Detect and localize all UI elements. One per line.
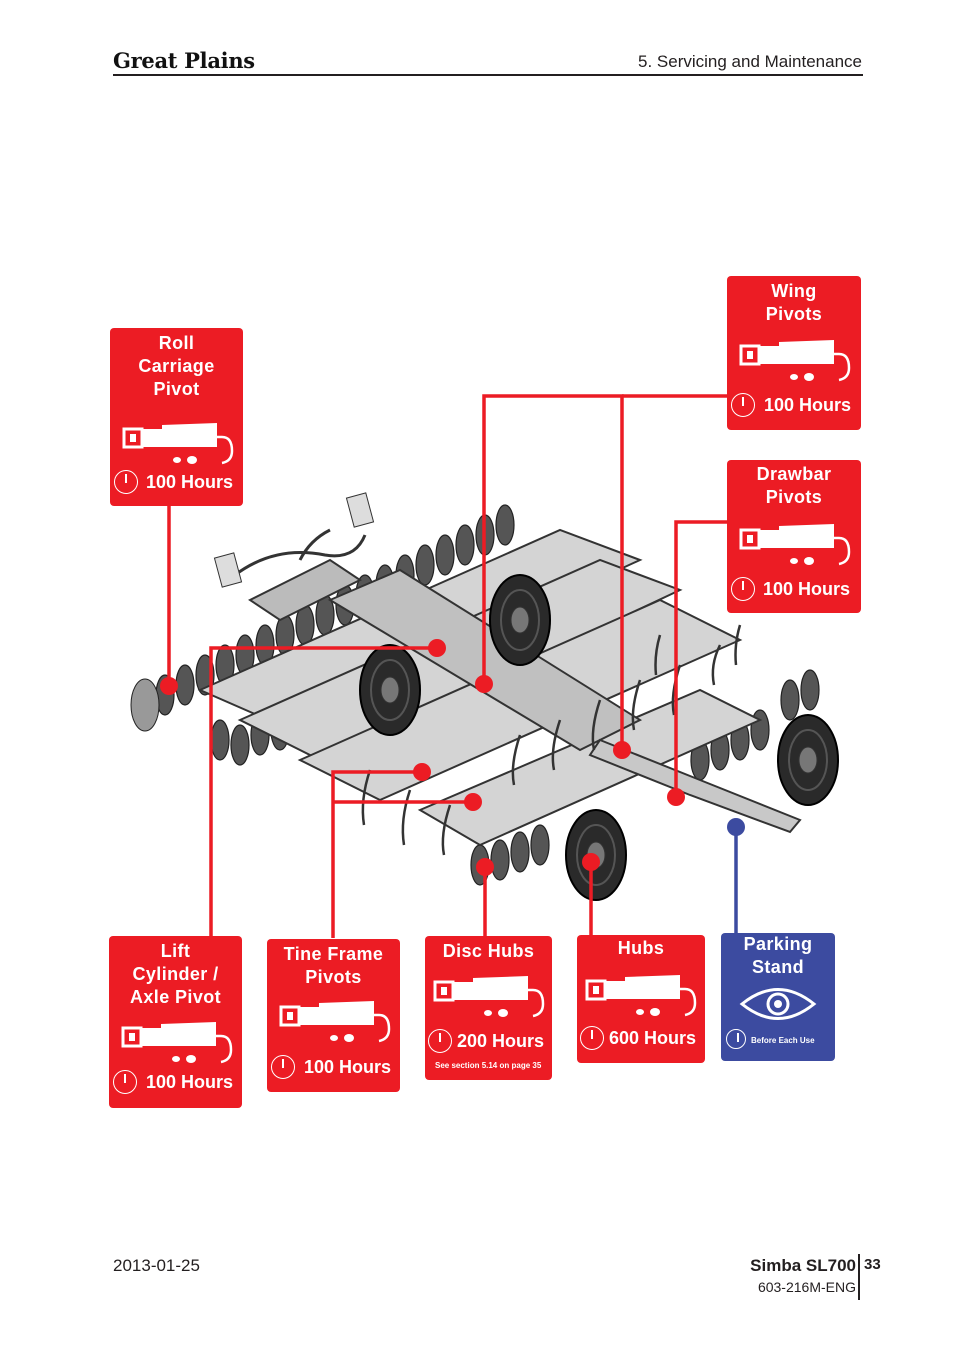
service-interval: 100 Hours (764, 395, 852, 415)
section-reference: See section 5.14 on page 35 (435, 1061, 542, 1070)
eye-icon (739, 988, 817, 1020)
clock-icon (731, 577, 755, 601)
card-title: Wing Pivots (765, 281, 823, 324)
grease-gun-icon (279, 1001, 391, 1043)
card-title: Parking Stand (743, 934, 813, 977)
service-interval: 600 Hours (609, 1028, 697, 1048)
parking-stand-card: Parking Stand Before Each Use (721, 933, 835, 1061)
model-name: Simba SL700 (750, 1256, 856, 1275)
tine-frame-pivots-card: Tine Frame Pivots 100 Hours (267, 939, 400, 1092)
clock-icon (731, 393, 755, 417)
card-title: Hubs (617, 938, 665, 958)
grease-points (160, 639, 685, 876)
grease-gun-icon (433, 976, 545, 1018)
clock-icon (271, 1055, 295, 1079)
footer-divider (858, 1254, 860, 1300)
service-interval: 200 Hours (457, 1031, 545, 1051)
service-interval: 100 Hours (146, 1072, 234, 1092)
brand-logo: Great Plains (113, 48, 255, 73)
main-frame (197, 528, 802, 847)
parking-point (727, 818, 745, 836)
disc-hubs-card: Disc Hubs 200 Hours See section 5.14 on … (425, 936, 552, 1080)
card-title: Disc Hubs (442, 941, 535, 961)
machine-drawing (130, 492, 839, 901)
wing-pivots-card: Wing Pivots 100 Hours (727, 276, 861, 430)
service-interval: 100 Hours (304, 1057, 392, 1077)
clock-icon (580, 1026, 604, 1050)
header-rule (113, 74, 863, 76)
tine-shanks (361, 624, 742, 856)
clock-icon (114, 470, 138, 494)
card-title: Tine Frame Pivots (283, 944, 384, 987)
card-title: Drawbar Pivots (756, 464, 832, 507)
lift-cylinder-axle-pivot-card: Lift Cylinder / Axle Pivot 100 Hours (109, 936, 242, 1108)
leader-lines (167, 394, 727, 938)
clock-icon (428, 1029, 452, 1053)
rear-disc-gang (130, 504, 515, 732)
service-interval: 100 Hours (146, 472, 234, 492)
grease-gun-icon (122, 423, 234, 465)
page-number: 33 (864, 1256, 881, 1273)
drawbar-pivots-card: Drawbar Pivots 100 Hours (727, 460, 861, 613)
roll-carriage-pivot-card: Roll Carriage Pivot 100 Hours (110, 328, 243, 506)
grease-gun-icon (585, 975, 697, 1017)
service-interval: 100 Hours (763, 579, 851, 599)
card-title: Lift Cylinder / Axle Pivot (129, 941, 222, 1007)
card-title: Roll Carriage Pivot (138, 333, 215, 399)
publication-date: 2013-01-25 (113, 1256, 200, 1275)
document-number: 603-216M-ENG (757, 1279, 856, 1295)
grease-gun-icon (739, 340, 851, 382)
section-title: 5. Servicing and Maintenance (638, 52, 862, 71)
grease-gun-icon (121, 1022, 233, 1064)
clock-icon (113, 1070, 137, 1094)
inspection-interval: Before Each Use (751, 1036, 815, 1045)
hubs-card: Hubs 600 Hours (577, 935, 705, 1063)
clock-icon (726, 1029, 746, 1049)
grease-gun-icon (739, 524, 851, 566)
